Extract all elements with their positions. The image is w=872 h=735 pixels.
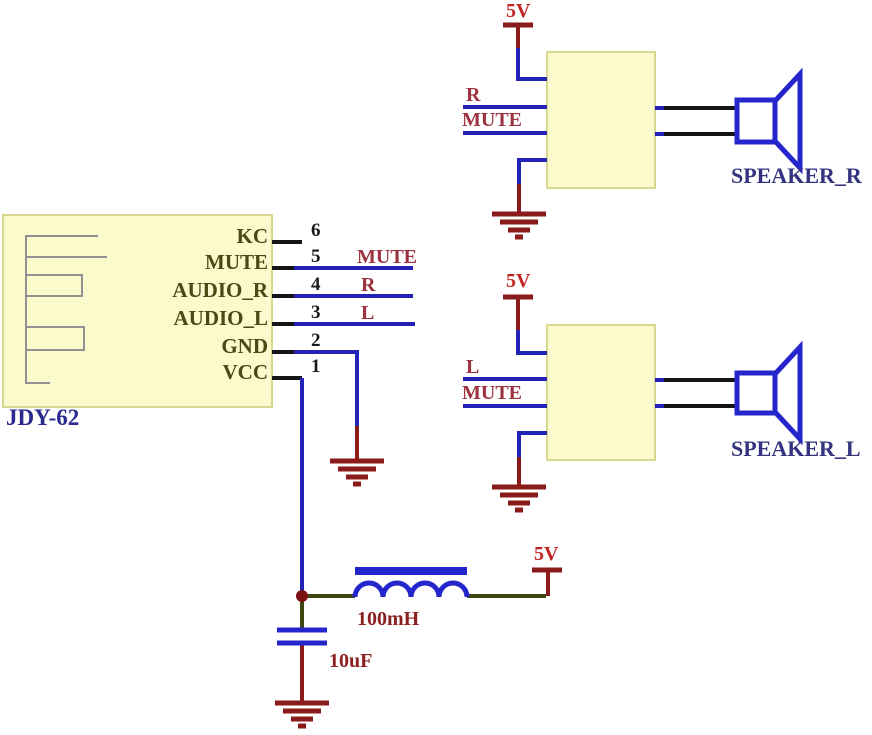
speaker-wires	[655, 106, 737, 408]
pin-number-1: 1	[311, 356, 321, 377]
pin-number-2: 2	[311, 330, 321, 351]
jdy62-module-body	[2, 214, 273, 408]
capacitor-value-label: 10uF	[329, 650, 373, 672]
net-label-r: R	[361, 274, 376, 296]
rail-wires	[300, 594, 546, 628]
amp-right-body	[546, 51, 656, 189]
ground-symbol-rail	[275, 700, 329, 729]
antenna-icon	[25, 235, 107, 384]
net-label-mute: MUTE	[357, 246, 417, 268]
wire-gnd	[294, 350, 359, 428]
ground-symbol-amp-right	[492, 211, 546, 240]
power-symbol-amp-left	[503, 294, 533, 330]
pin-name-kc: KC	[236, 224, 269, 248]
inductor-symbol	[352, 567, 470, 598]
wire-amp-left-gnd	[517, 431, 547, 459]
input-label-r: R	[466, 84, 481, 106]
wire-amp-right-5v	[516, 46, 547, 81]
power-label-amp-right: 5V	[506, 0, 531, 22]
speaker-r-icon	[734, 67, 803, 175]
input-label-mute-right: MUTE	[462, 109, 522, 131]
pin-number-3: 3	[311, 302, 321, 323]
pin-name-mute: MUTE	[205, 250, 268, 274]
power-label-amp-left: 5V	[506, 270, 531, 292]
input-label-mute-left: MUTE	[462, 382, 522, 404]
pin-number-4: 4	[311, 274, 321, 295]
ground-leads	[300, 184, 521, 701]
pin-number-5: 5	[311, 246, 321, 267]
power-label-rail: 5V	[534, 543, 559, 565]
jdy62-pin-stubs	[272, 240, 302, 380]
speaker-r-label: SPEAKER_R	[731, 163, 862, 188]
power-symbol-amp-right	[503, 22, 533, 48]
ground-symbol-amp-left	[492, 484, 546, 513]
speaker-wire-blue-tips	[655, 106, 664, 408]
inductor-value-label: 100mH	[357, 608, 420, 630]
speaker-l-icon	[734, 340, 803, 446]
speaker-l-label: SPEAKER_L	[731, 436, 861, 461]
pin-name-audio-r: AUDIO_R	[172, 278, 268, 302]
amp-left-body	[546, 324, 656, 461]
wires-blue	[294, 46, 547, 592]
wire-amp-left-5v	[516, 328, 547, 355]
junction-dot	[296, 590, 308, 602]
input-label-l: L	[466, 356, 480, 378]
ground-symbol-module	[330, 458, 384, 487]
wire-amp-right-gnd	[517, 158, 547, 186]
pin-name-vcc: VCC	[222, 360, 269, 384]
net-label-l: L	[361, 302, 375, 324]
pin-name-audio-l: AUDIO_L	[173, 306, 268, 330]
module-name-label: JDY-62	[6, 405, 80, 430]
power-symbol-rail	[532, 567, 562, 596]
pin-name-gnd: GND	[221, 334, 268, 358]
capacitor-symbol	[277, 627, 327, 646]
pin-number-6: 6	[311, 220, 321, 241]
